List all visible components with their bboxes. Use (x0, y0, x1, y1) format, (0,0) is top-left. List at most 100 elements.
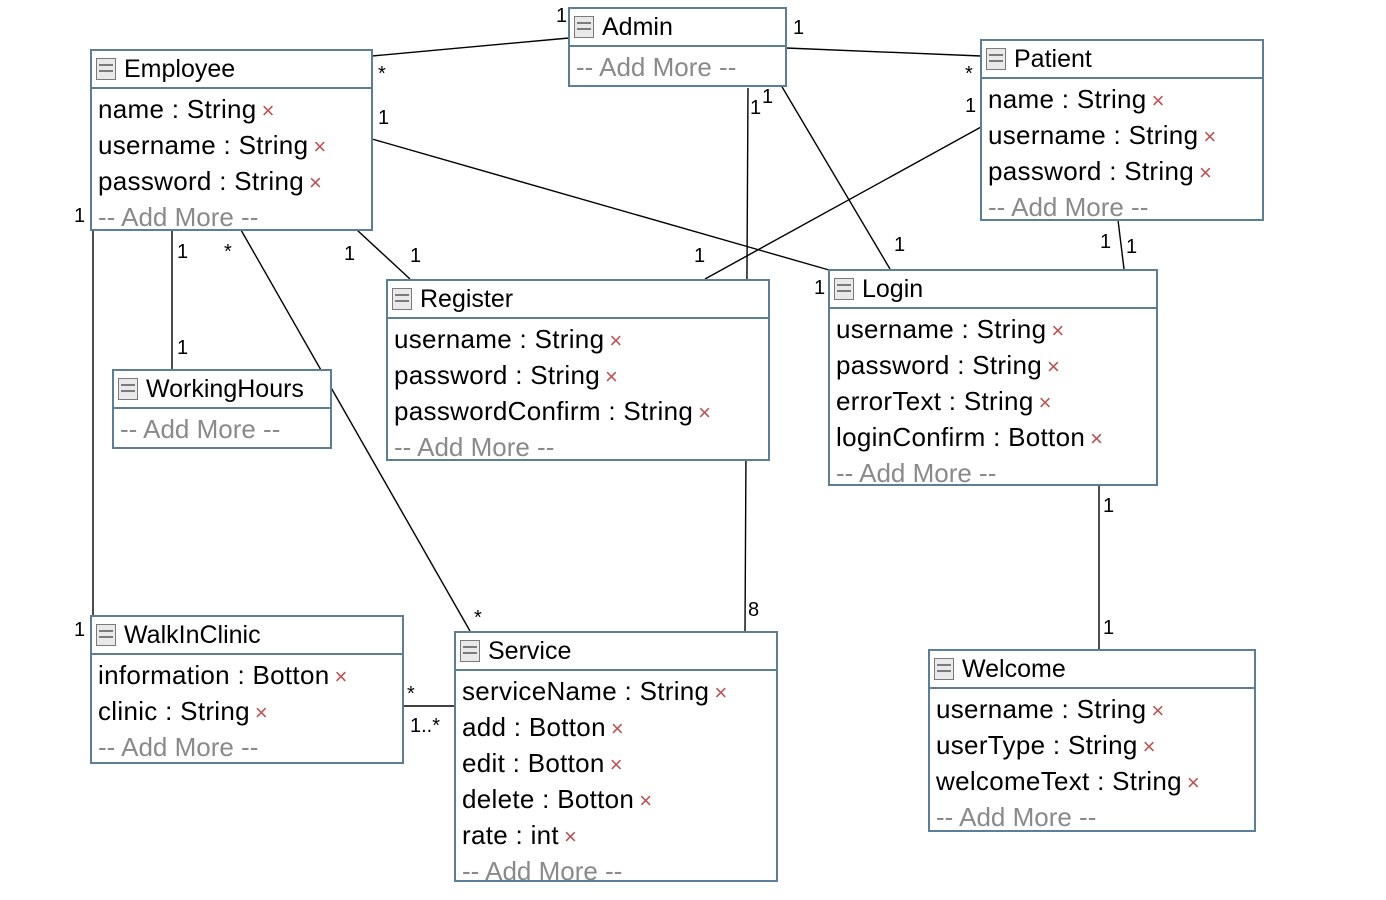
class-name[interactable]: WorkingHours (146, 375, 304, 403)
class-name[interactable]: Admin (602, 13, 673, 41)
add-more-button[interactable]: -- Add More -- (394, 432, 555, 462)
delete-attribute-icon[interactable]: × (1186, 770, 1201, 795)
class-name[interactable]: WalkInClinic (124, 621, 261, 649)
attribute-row[interactable]: password : String× (988, 156, 1213, 186)
attribute-row[interactable]: username : String× (988, 120, 1217, 150)
class-attributes: information : Botton× clinic : String× -- … (92, 655, 402, 764)
attribute-row[interactable]: username : String× (394, 324, 623, 354)
delete-attribute-icon[interactable]: × (1038, 390, 1052, 415)
class-icon (986, 48, 1006, 70)
class-walkinclinic[interactable]: WalkInClinic information : Botton× clinic … (90, 615, 404, 764)
assoc-employee-service (240, 229, 471, 632)
attribute-row[interactable]: errorText : String× (836, 386, 1052, 416)
delete-attribute-icon[interactable]: × (1203, 124, 1217, 149)
attribute-row[interactable]: password : String× (394, 360, 619, 390)
attribute-row[interactable]: name : String× (98, 94, 275, 124)
class-patient[interactable]: Patient name : String× username : String× p… (980, 39, 1264, 222)
attribute-type: String (1124, 156, 1194, 186)
attribute-type: String (1076, 694, 1147, 724)
delete-attribute-icon[interactable]: × (1151, 698, 1165, 723)
delete-attribute-icon[interactable]: × (254, 700, 269, 725)
delete-attribute-icon[interactable]: × (313, 134, 327, 159)
mult-patient-register-register: 1 (694, 245, 706, 267)
attribute-name: username (836, 314, 955, 344)
class-header[interactable]: Service (456, 633, 776, 671)
class-login[interactable]: Login username : String× password : String… (828, 269, 1158, 488)
attribute-name: clinic (98, 696, 158, 726)
class-register[interactable]: Register username : String× password : Str… (386, 279, 770, 464)
add-more-button[interactable]: -- Add More -- (98, 732, 259, 762)
attribute-row[interactable]: password : String× (98, 166, 323, 196)
class-workinghours[interactable]: WorkingHours -- Add More -- (112, 369, 332, 449)
attribute-type: String (186, 94, 257, 124)
delete-attribute-icon[interactable]: × (639, 788, 653, 813)
attribute-row[interactable]: rate : int× (462, 820, 578, 850)
mult-employee-hours-hours: 1 (177, 337, 189, 359)
delete-attribute-icon[interactable]: × (714, 680, 728, 705)
delete-attribute-icon[interactable]: × (610, 716, 624, 741)
class-header[interactable]: Employee (92, 51, 371, 89)
add-more-button[interactable]: -- Add More -- (576, 52, 737, 82)
class-name[interactable]: Register (420, 285, 514, 313)
class-header[interactable]: Admin (570, 9, 785, 47)
add-more-button[interactable]: -- Add More -- (462, 856, 623, 886)
class-admin[interactable]: Admin -- Add More -- (568, 7, 787, 87)
delete-attribute-icon[interactable]: × (1151, 88, 1165, 113)
add-more-button[interactable]: -- Add More -- (120, 414, 281, 444)
attribute-row[interactable]: add : Botton× (462, 712, 624, 742)
class-header[interactable]: Login (830, 271, 1156, 309)
add-more-button[interactable]: -- Add More -- (98, 202, 259, 232)
mult-employee-hours-employee: 1 (177, 241, 189, 263)
attribute-row[interactable]: passwordConfirm : String× (394, 396, 712, 426)
add-more-button[interactable]: -- Add More -- (836, 458, 997, 488)
attribute-row[interactable]: password : String× (836, 350, 1061, 380)
attribute-row[interactable]: loginConfirm : Botton× (836, 422, 1104, 452)
class-service[interactable]: Service serviceName : String× add : Botton… (454, 631, 778, 886)
attribute-row[interactable]: serviceName : String× (462, 676, 728, 706)
delete-attribute-icon[interactable]: × (563, 824, 578, 849)
attribute-row[interactable]: welcomeText : String× (936, 766, 1201, 796)
delete-attribute-icon[interactable]: × (605, 364, 619, 389)
attribute-type: String (1112, 766, 1182, 796)
delete-attribute-icon[interactable]: × (309, 170, 323, 195)
class-welcome[interactable]: Welcome username : String× userType : Stri… (928, 649, 1256, 832)
delete-attribute-icon[interactable]: × (1199, 160, 1213, 185)
delete-attribute-icon[interactable]: × (698, 400, 712, 425)
assoc-admin-patient (785, 47, 982, 57)
class-name[interactable]: Patient (1014, 45, 1092, 73)
mult-employee-service-employee: * (224, 241, 232, 263)
attribute-row[interactable]: information : Botton× (98, 660, 348, 690)
attribute-row[interactable]: userType : String× (936, 730, 1156, 760)
mult-admin-patient-patient: * (965, 63, 973, 85)
delete-attribute-icon[interactable]: × (334, 664, 348, 689)
class-header[interactable]: Welcome (930, 651, 1254, 689)
attribute-type: String (534, 324, 605, 354)
class-employee[interactable]: Employee name : String× username : String×… (90, 49, 373, 232)
delete-attribute-icon[interactable]: × (609, 752, 623, 777)
add-more-button[interactable]: -- Add More -- (936, 802, 1097, 832)
class-name[interactable]: Login (862, 275, 924, 303)
class-header[interactable]: WorkingHours (114, 371, 330, 409)
class-attributes: username : String× password : String× pass… (388, 319, 768, 464)
attribute-row[interactable]: name : String× (988, 84, 1165, 114)
class-header[interactable]: Patient (982, 41, 1262, 79)
delete-attribute-icon[interactable]: × (1051, 318, 1065, 343)
attribute-row[interactable]: username : String× (836, 314, 1065, 344)
delete-attribute-icon[interactable]: × (1090, 426, 1104, 451)
class-name[interactable]: Employee (124, 55, 236, 83)
delete-attribute-icon[interactable]: × (1047, 354, 1061, 379)
class-header[interactable]: WalkInClinic (92, 617, 402, 655)
class-name[interactable]: Welcome (962, 655, 1066, 683)
attribute-row[interactable]: clinic : String× (98, 696, 269, 726)
class-header[interactable]: Register (388, 281, 768, 319)
delete-attribute-icon[interactable]: × (609, 328, 623, 353)
add-more-button[interactable]: -- Add More -- (988, 192, 1149, 222)
attribute-row[interactable]: username : String× (98, 130, 327, 160)
delete-attribute-icon[interactable]: × (261, 98, 275, 123)
class-name[interactable]: Service (488, 637, 572, 665)
attribute-row[interactable]: username : String× (936, 694, 1165, 724)
delete-attribute-icon[interactable]: × (1142, 734, 1156, 759)
attribute-row[interactable]: delete : Botton× (462, 784, 653, 814)
attribute-name: passwordConfirm (394, 396, 601, 426)
attribute-row[interactable]: edit : Botton× (462, 748, 623, 778)
